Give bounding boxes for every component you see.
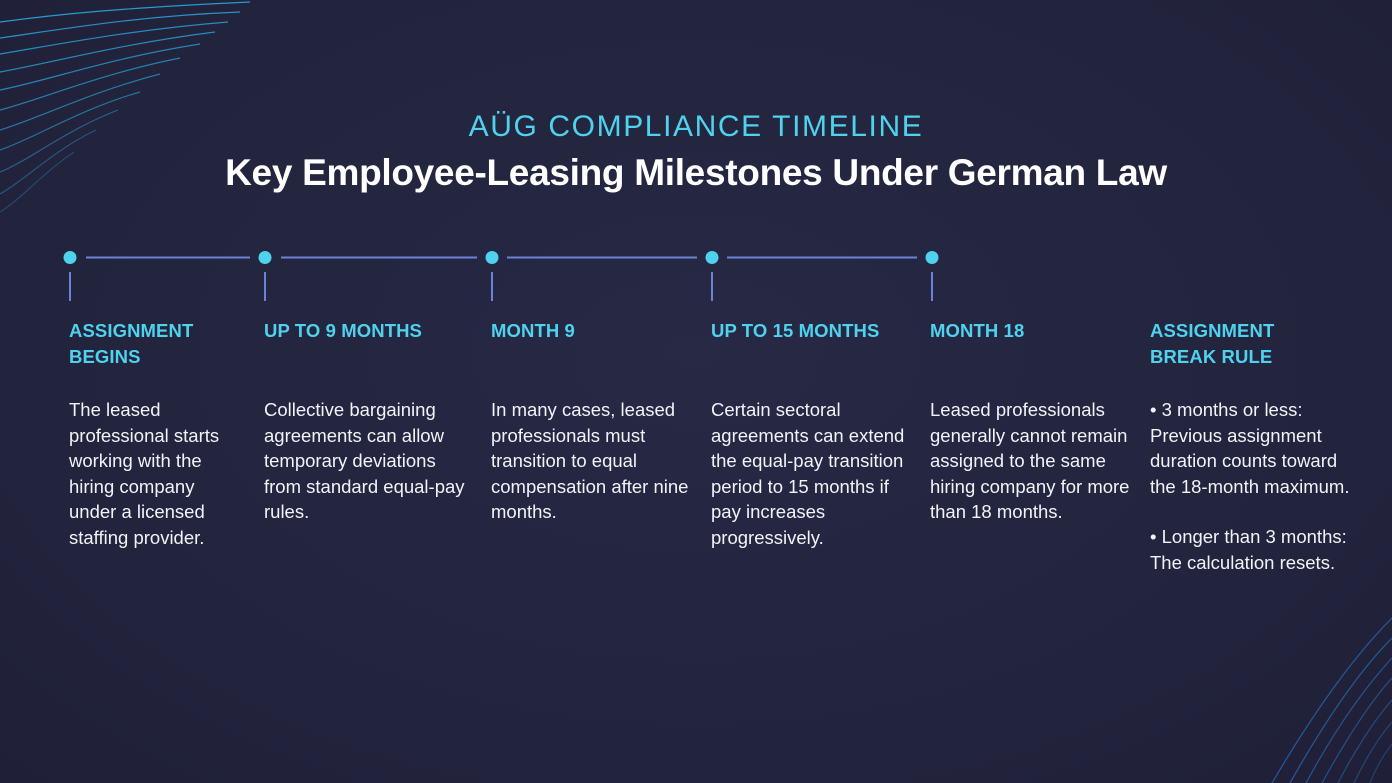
timeline-node (705, 251, 719, 264)
milestone-up-to-15-months: UP TO 15 MONTHS Certain sectoral agreeme… (711, 318, 916, 548)
milestone-description: Collective bargaining agreements can all… (264, 397, 468, 525)
milestone-assignment-break-rule: ASSIGNMENT BREAK RULE • 3 months or less… (1150, 318, 1350, 573)
milestone-heading: MONTH 9 (491, 320, 575, 341)
milestone-description: In many cases, leased professionals must… (491, 397, 691, 525)
bullet-item: • 3 months or less: Previous assignment … (1150, 399, 1350, 497)
milestone-month-18: MONTH 18 Leased professionals generally … (930, 318, 1130, 522)
milestone-description: Leased professionals generally cannot re… (930, 397, 1130, 525)
milestone-text: In many cases, leased professionals must… (491, 399, 689, 522)
milestone-description: Certain sectoral agreements can extend t… (711, 397, 916, 550)
milestone-text: Collective bargaining agreements can all… (264, 399, 465, 522)
milestone-heading: ASSIGNMENT BREAK RULE (1150, 320, 1275, 367)
milestone-text: Leased professionals generally cannot re… (930, 399, 1130, 522)
timeline-node (258, 251, 272, 264)
milestone-heading: UP TO 15 MONTHS (711, 320, 880, 341)
eyebrow-title: AÜG COMPLIANCE TIMELINE (468, 110, 924, 143)
milestone-description: The leased professional starts working w… (69, 397, 244, 550)
milestone-heading: ASSIGNMENT BEGINS (69, 320, 194, 367)
milestone-heading: MONTH 18 (930, 320, 1025, 341)
page-title: Key Employee-Leasing Milestones Under Ge… (225, 152, 1167, 193)
milestone-heading: UP TO 9 MONTHS (264, 320, 422, 341)
bullet-item: • Longer than 3 months: The calculation … (1150, 526, 1347, 573)
milestone-description: • 3 months or less: Previous assignment … (1150, 397, 1350, 575)
timeline-node (63, 251, 77, 264)
milestone-month-9: MONTH 9 In many cases, leased profession… (491, 318, 691, 522)
decorative-waves-bottom-right (1271, 617, 1392, 783)
timeline-node (485, 251, 499, 264)
milestone-up-to-9-months: UP TO 9 MONTHS Collective bargaining agr… (264, 318, 468, 522)
milestone-assignment-begins: ASSIGNMENT BEGINS The leased professiona… (69, 318, 244, 548)
milestone-text: The leased professional starts working w… (69, 399, 220, 548)
timeline-track (63, 251, 939, 301)
timeline-node (925, 251, 939, 264)
milestone-text: Certain sectoral agreements can extend t… (711, 399, 905, 548)
